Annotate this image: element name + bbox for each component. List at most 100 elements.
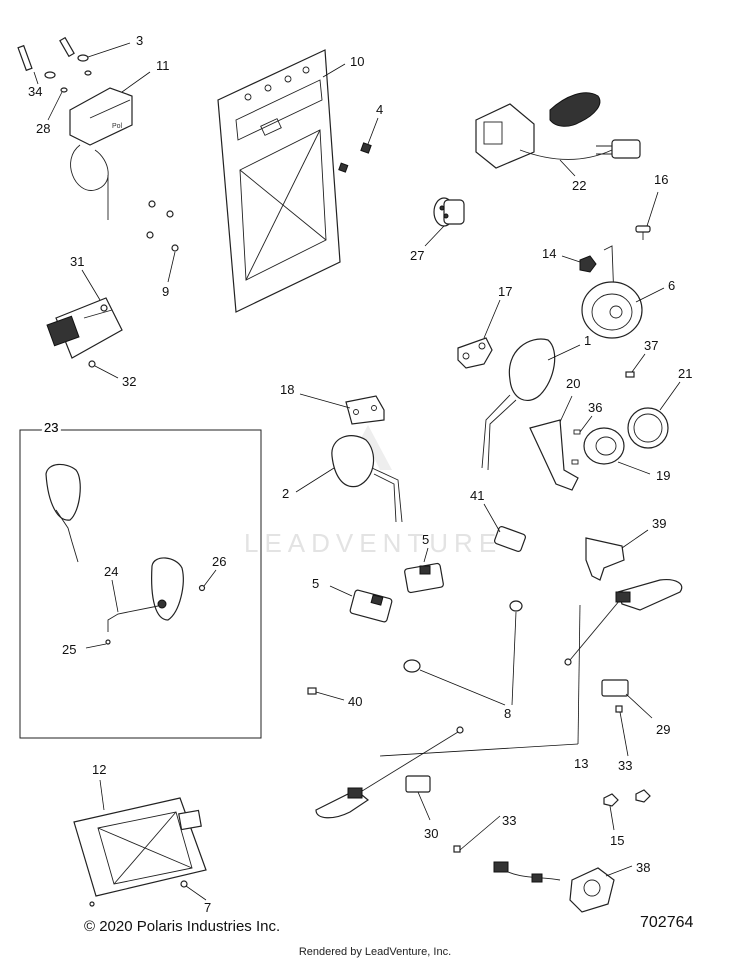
svg-text:17: 17: [498, 284, 512, 299]
rendered-by-text: Rendered by LeadVenture, Inc.: [298, 946, 452, 958]
plate-bracket-12-part: [73, 797, 207, 907]
bracket-17-part: [457, 337, 493, 369]
mirror-kit-box: [19, 429, 262, 739]
diagram-number: 702764: [640, 914, 694, 931]
svg-text:13: 13: [574, 756, 588, 771]
callout-6: 6: [635, 278, 675, 303]
callout-12: 12: [92, 762, 106, 811]
svg-text:31: 31: [70, 254, 84, 269]
svg-text:12: 12: [92, 762, 106, 777]
svg-text:38: 38: [636, 860, 650, 875]
svg-text:29: 29: [656, 722, 670, 737]
callout-7: 7: [185, 885, 211, 915]
svg-text:6: 6: [668, 278, 675, 293]
callout-34: 34: [28, 71, 42, 99]
callout-4: 4: [367, 102, 383, 145]
svg-text:15: 15: [610, 833, 624, 848]
svg-text:27: 27: [410, 248, 424, 263]
callout-30: 30: [417, 791, 438, 841]
svg-text:5: 5: [422, 532, 429, 547]
svg-text:18: 18: [280, 382, 294, 397]
svg-text:23: 23: [44, 420, 58, 435]
callout-13: 13: [379, 604, 588, 771]
horn-part: [579, 245, 643, 339]
turn-signal-rear-part: [315, 726, 464, 819]
bolt-hardware: [17, 36, 92, 93]
callout-19: 19: [617, 461, 670, 483]
ring-21-part: [627, 407, 669, 449]
callout-28: 28: [36, 91, 63, 136]
callout-36: 36: [579, 400, 602, 433]
svg-text:Pol: Pol: [112, 123, 123, 130]
callout-1: 1: [547, 333, 591, 361]
callout-24: 24: [104, 564, 118, 613]
svg-text:16: 16: [654, 172, 668, 187]
svg-text:40: 40: [348, 694, 362, 709]
connector-30-part: [405, 775, 461, 853]
turn-signal-front-part: [564, 579, 683, 666]
callout-20: 20: [559, 376, 580, 423]
callout-37: 37: [631, 338, 658, 373]
nut-part: [338, 142, 372, 173]
watermark-text: LEADVENTURE: [244, 528, 502, 558]
svg-text:39: 39: [652, 516, 666, 531]
svg-text:24: 24: [104, 564, 118, 579]
callout-11: 11: [121, 58, 170, 93]
callout-27: 27: [410, 225, 445, 263]
callout-5a: 5: [312, 576, 353, 597]
callout-17: 17: [483, 284, 512, 339]
bracket-39-part: [585, 537, 625, 581]
callout-39: 39: [621, 516, 666, 549]
handlebar-switch-part: [475, 92, 641, 169]
svg-text:26: 26: [212, 554, 226, 569]
callout-23: 23 23: [41, 417, 61, 438]
callout-29: 29: [625, 693, 670, 737]
svg-text:30: 30: [424, 826, 438, 841]
svg-text:21: 21: [678, 366, 692, 381]
svg-text:8: 8: [504, 706, 511, 721]
callout-41: 41: [470, 488, 501, 533]
svg-text:41: 41: [470, 488, 484, 503]
mirror-kit-right-part: [105, 557, 206, 645]
callout-33a: 33: [618, 711, 632, 773]
mirror-2-part: [331, 435, 403, 523]
bolt-16-part: [635, 225, 651, 240]
switch-5a-part: [349, 589, 393, 623]
svg-text:19: 19: [656, 468, 670, 483]
callout-40: 40: [315, 691, 362, 709]
callout-2: 2: [282, 467, 335, 501]
actuator-38-part: [493, 861, 615, 913]
callout-10: 10: [322, 54, 364, 78]
svg-text:32: 32: [122, 374, 136, 389]
callout-33b: 33: [459, 813, 516, 851]
plate-light-part: Pol: [69, 87, 133, 220]
callout-31: 31: [70, 254, 101, 301]
ignition-bracket-part: [529, 419, 625, 491]
svg-text:1: 1: [584, 333, 591, 348]
grommet-8-part: [403, 600, 523, 673]
callout-3: 3: [87, 33, 143, 58]
mirror-1-part: [481, 338, 556, 471]
svg-text:10: 10: [350, 54, 364, 69]
svg-text:23: 23: [44, 420, 58, 435]
callout-26: 26: [203, 554, 226, 587]
callout-38: 38: [605, 860, 650, 877]
svg-text:7: 7: [204, 900, 211, 915]
callout-9: 9: [162, 251, 176, 299]
svg-text:9: 9: [162, 284, 169, 299]
connector-29-part: [601, 679, 629, 713]
connector-41-part: [494, 525, 526, 553]
svg-text:36: 36: [588, 400, 602, 415]
svg-text:33: 33: [618, 758, 632, 773]
callout-18: 18: [280, 382, 351, 409]
callout-5b: 5: [422, 532, 429, 563]
callout-14: 14: [542, 246, 581, 263]
svg-text:11: 11: [156, 58, 170, 73]
switch-5b-part: [404, 562, 444, 594]
svg-text:33: 33: [502, 813, 516, 828]
screw-40-part: [307, 687, 317, 695]
callout-8: 8: [419, 611, 517, 721]
mirror-kit-left-part: [45, 463, 81, 563]
svg-text:4: 4: [376, 102, 383, 117]
